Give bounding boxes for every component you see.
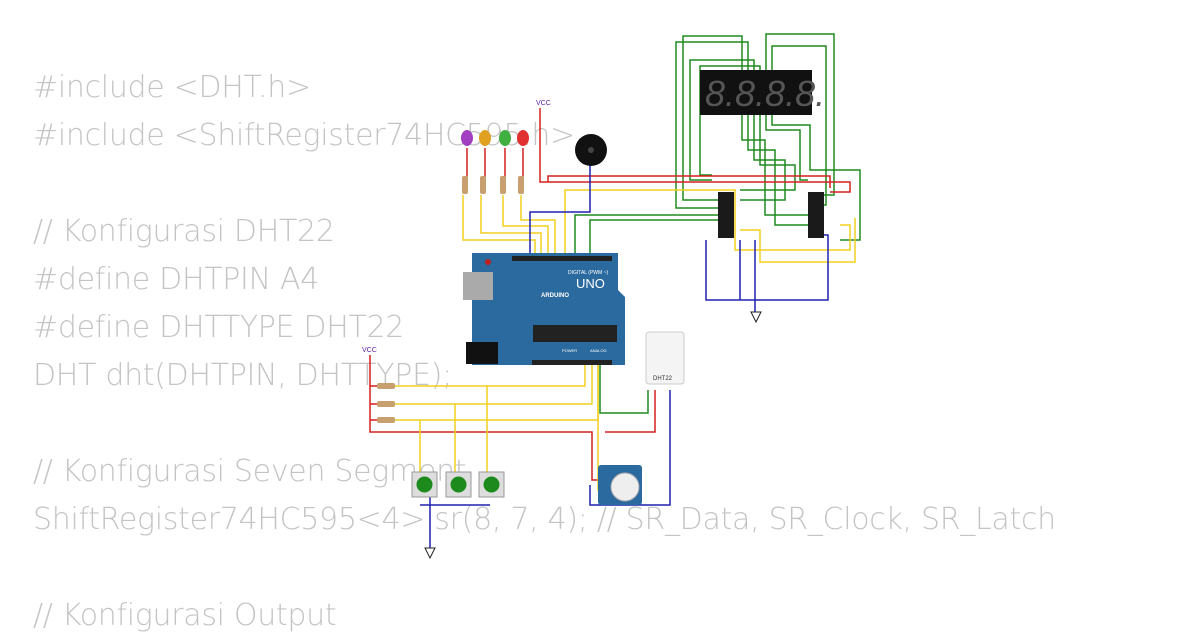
svg-text:DIGITAL (PWM ~): DIGITAL (PWM ~) — [568, 270, 608, 276]
potentiometer[interactable] — [598, 465, 642, 505]
code-line: // Konfigurasi DHT22 — [33, 214, 335, 249]
circuit-diagram: 8.8.8.8. VCC VCC DIGITAL (PWM ~) UNO ARD… — [362, 33, 861, 560]
seven-segment-display[interactable]: 8.8.8.8. — [700, 70, 825, 115]
arduino-uno[interactable]: DIGITAL (PWM ~) UNO ARDUINO POWER ANALOG — [463, 253, 625, 365]
svg-text:8.8.8.8.: 8.8.8.8. — [705, 73, 825, 114]
svg-text:ARDUINO: ARDUINO — [541, 293, 569, 299]
shift-register-1[interactable] — [718, 192, 734, 238]
code-line: DHT dht(DHTPIN, DHTTYPE); — [33, 358, 452, 393]
code-line: #define DHTTYPE DHT22 — [33, 310, 405, 345]
vcc-label: VCC — [362, 347, 377, 354]
code-line: ShiftRegister74HC595<4> sr(8, 7, 4); // … — [33, 502, 1056, 537]
svg-text:UNO: UNO — [576, 276, 605, 291]
buzzer[interactable] — [575, 134, 607, 166]
ground-icon — [424, 311, 762, 560]
code-line: // Konfigurasi Seven Segment — [33, 454, 467, 489]
code-line: #define DHTPIN A4 — [33, 262, 319, 297]
shift-register-2[interactable] — [808, 192, 824, 238]
code-background: #include <DHT.h> #include <ShiftRegister… — [33, 68, 1056, 644]
dht22-sensor[interactable]: DHT22 — [645, 331, 685, 385]
vcc-label: VCC — [536, 100, 551, 107]
svg-text:DHT22: DHT22 — [653, 376, 673, 382]
push-buttons[interactable] — [411, 471, 505, 498]
yellow-wires — [395, 189, 856, 491]
svg-text:POWER: POWER — [562, 348, 577, 353]
red-wires — [369, 108, 851, 481]
leds[interactable] — [461, 130, 529, 146]
code-line: // Konfigurasi Output — [33, 598, 337, 633]
resistors — [377, 176, 524, 423]
svg-text:ANALOG: ANALOG — [590, 348, 607, 353]
code-line: #include <DHT.h> — [33, 70, 311, 105]
